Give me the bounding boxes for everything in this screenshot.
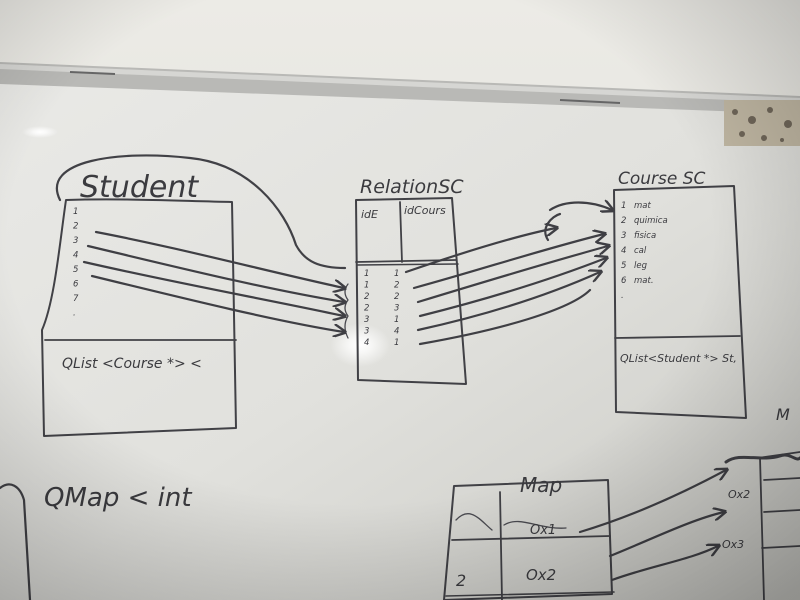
relation-row-idcours: 1 — [394, 315, 399, 325]
relation-row-idcours: 1 — [394, 338, 399, 348]
course-row-number: 5 — [621, 261, 626, 271]
relation-row-ide: 4 — [364, 338, 369, 348]
course-row-name: fisica — [634, 231, 656, 241]
course-row-number: 3 — [621, 231, 626, 241]
relation-col1: idE — [361, 208, 378, 221]
course-title: Course SC — [618, 169, 706, 189]
course-row-name: mat. — [634, 276, 654, 286]
course-row-name: quimica — [634, 216, 668, 226]
student-footer: QList <Course *> < — [62, 356, 202, 372]
student-row-number: 1 — [73, 207, 78, 217]
relation-row-idcours: 2 — [394, 281, 399, 291]
board-surface — [0, 82, 800, 600]
student-title: Student — [80, 170, 199, 205]
pointer-ox2: Ox2 — [728, 488, 750, 501]
relation-row-ide: 1 — [364, 281, 369, 291]
pointer-ox3: Ox3 — [722, 538, 744, 551]
relation-col2: idCours — [404, 204, 446, 217]
map-cell1: Ox1 — [530, 523, 556, 538]
relation-row-ide: 2 — [364, 304, 369, 314]
relation-title: RelationSC — [360, 176, 464, 198]
light-glare — [330, 323, 390, 367]
course-row-number: 1 — [621, 201, 626, 211]
relation-row-ide: 3 — [364, 315, 369, 325]
relation-row-ide: 2 — [364, 292, 369, 302]
relation-row-ide: 1 — [364, 269, 369, 279]
student-row-number: 4 — [73, 251, 78, 261]
student-row-number: 2 — [73, 222, 78, 232]
student-row-number: 6 — [73, 280, 79, 290]
course-row-number: . — [621, 291, 624, 301]
relation-row-idcours: 2 — [394, 292, 399, 302]
qmap-text: QMap < int — [44, 483, 192, 513]
course-row-number: 6 — [621, 276, 627, 286]
corner-letter: M — [776, 405, 790, 424]
relation-row-ide: 3 — [364, 327, 369, 337]
student-row-number: 5 — [73, 265, 78, 275]
map-cell2: Ox2 — [526, 566, 556, 584]
map-key2: 2 — [456, 571, 466, 590]
student-row-number: . — [73, 309, 76, 319]
course-row-name: leg — [634, 261, 648, 271]
student-row-number: 7 — [73, 294, 79, 304]
course-row-number: 4 — [621, 246, 626, 256]
course-row-name: mat — [634, 201, 651, 211]
map-title: Map — [520, 473, 562, 497]
course-row-number: 2 — [621, 216, 626, 226]
course-row-name: cal — [634, 246, 647, 256]
relation-row-idcours: 4 — [394, 327, 399, 337]
relation-row-idcours: 1 — [394, 269, 399, 279]
course-footer: QList<Student *> St, — [620, 352, 737, 365]
student-row-number: 3 — [73, 236, 78, 246]
relation-row-idcours: 3 — [394, 304, 399, 314]
